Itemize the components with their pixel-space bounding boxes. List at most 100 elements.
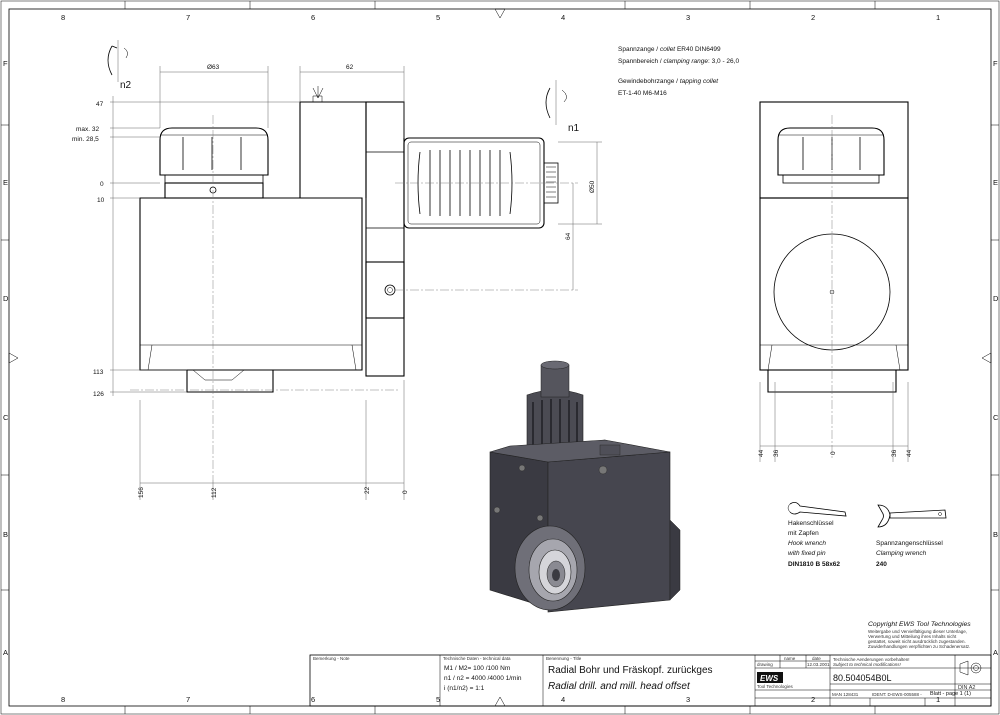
dim-side-44-left: 44	[758, 449, 765, 457]
col-label-3-bottom: 3	[686, 695, 690, 704]
hook-wrench-drawing	[787, 502, 847, 517]
front-view	[130, 86, 578, 480]
tb-title-de: Radial Bohr und Fräskopf. zurückges	[548, 665, 713, 676]
clamping-wrench-en: Clamping wrench	[876, 550, 927, 557]
dim-112: 112	[211, 487, 218, 498]
note-collet: Spannzange / collet ER40 DIN6499	[618, 46, 721, 53]
tb-date-label: date	[812, 656, 821, 661]
rotation-symbol-n1	[545, 80, 567, 125]
col-label-7-bottom: 7	[186, 695, 190, 704]
dim-max-32: max. 32	[76, 126, 100, 133]
row-label-d-right: D	[993, 294, 999, 303]
dim-10: 10	[97, 197, 105, 204]
note-tapping-spec: ET-1-40 M6-M16	[618, 90, 667, 97]
copyright-line-2: Verwertung und Mitteilung ihres Inhalts …	[868, 634, 957, 639]
side-view	[759, 101, 909, 462]
tb-remark-label: Bemerkung - Note	[313, 656, 350, 661]
copyright-line-1: Weitergabe und Vervielfältigung dieser U…	[868, 629, 967, 634]
copyright-title: Copyright EWS Tool Technologies	[868, 621, 971, 628]
dim-side-0: 0	[830, 451, 837, 455]
col-label-1-bottom: 1	[936, 695, 940, 704]
col-label-7-top: 7	[186, 13, 190, 22]
tb-desc-label: Benennung - Title	[546, 656, 582, 661]
hook-wrench-en-1: Hook wrench	[788, 540, 826, 547]
row-label-c-right: C	[993, 413, 999, 422]
tb-name-label: name	[784, 656, 796, 661]
row-label-f-left: F	[3, 59, 8, 68]
row-label-a-left: A	[3, 648, 8, 657]
tb-ident: IDENT: D-EWS-005588 -	[872, 692, 922, 697]
row-label-b-left: B	[3, 530, 8, 539]
col-label-6-top: 6	[311, 13, 315, 22]
title-block-frame	[309, 654, 992, 707]
dim-113: 113	[93, 369, 104, 376]
note-tapping-collet: Gewindebohrzange / tapping collet	[618, 78, 719, 85]
clamping-wrench-spec: 240	[876, 561, 887, 568]
dim-h0: 0	[402, 490, 409, 494]
clamping-wrench-drawing	[877, 504, 947, 528]
hook-wrench-title-1: Hakenschlüssel	[788, 520, 834, 527]
rotation-label-n2: n2	[120, 80, 132, 91]
row-label-a-right: A	[993, 648, 998, 657]
col-label-1-top: 1	[936, 13, 940, 22]
col-label-8-bottom: 8	[61, 695, 65, 704]
dim-156: 156	[138, 487, 145, 498]
row-label-e-right: E	[993, 178, 998, 187]
tb-logo: EWS	[760, 674, 779, 683]
tb-change-de: Technische Aenderungen vorbehalten!	[833, 657, 910, 662]
row-label-c-left: C	[3, 413, 9, 422]
dim-0: 0	[100, 181, 104, 188]
rotation-label-n1: n1	[568, 123, 580, 134]
dim-126: 126	[93, 391, 104, 398]
tb-sheet: Blatt - page 1 (1)	[930, 691, 971, 697]
inner-frame	[8, 8, 992, 707]
dim-side-36-left: 36	[773, 449, 780, 457]
row-label-e-left: E	[3, 178, 8, 187]
tb-speed: n1 / n2 = 4000 /4000 1/min	[444, 675, 522, 682]
tb-material-number: MAN 128431	[832, 692, 859, 697]
tb-change-en: Subject to technical modifications!	[833, 662, 902, 667]
tb-drawing-label: drawing	[757, 662, 773, 667]
dim-diameter-63: Ø63	[207, 64, 220, 71]
tb-company: Tool Technologies	[757, 684, 793, 689]
col-label-5-top: 5	[436, 13, 440, 22]
row-label-b-right: B	[993, 530, 998, 539]
col-label-6-bottom: 6	[311, 695, 315, 704]
isometric-view	[489, 360, 681, 613]
dim-side-36-right: 36	[891, 449, 898, 457]
copyright-line-4: Zuwiderhandlungen verpflichten zu Schade…	[868, 644, 970, 649]
hook-wrench-spec: DIN1810 B 58x62	[788, 561, 840, 568]
col-label-4-top: 4	[561, 13, 565, 22]
col-label-2-top: 2	[811, 13, 815, 22]
tb-title-en: Radial drill. and mill. head offset	[548, 681, 691, 692]
projection-symbol-icon	[959, 660, 982, 676]
col-label-8-top: 8	[61, 13, 65, 22]
col-label-5-bottom: 5	[436, 695, 440, 704]
col-label-4-bottom: 4	[561, 695, 565, 704]
hook-wrench-title-2: mit Zapfen	[788, 530, 819, 537]
tb-torque: M1 / M2= 100 /100 Nm	[444, 665, 510, 672]
tb-techdata-label: Technische Daten - technical data	[443, 656, 511, 661]
clamping-wrench-title: Spannzangenschlüssel	[876, 540, 943, 547]
rotation-symbol-n2	[107, 40, 128, 82]
row-label-f-right: F	[993, 59, 998, 68]
col-label-3-top: 3	[686, 13, 690, 22]
dim-diameter-50: Ø50	[589, 180, 596, 193]
dim-22: 22	[364, 486, 371, 494]
tb-date-value: 12.03.2001	[807, 662, 830, 667]
front-view-dimension-lines	[110, 66, 602, 500]
tb-format: DIN A2	[958, 685, 975, 691]
ews-logo	[757, 672, 783, 683]
dim-side-44-right: 44	[906, 449, 913, 457]
hook-wrench-en-2: with fixed pin	[788, 550, 826, 557]
tb-ratio: i (n1/n2) = 1:1	[444, 685, 485, 692]
dim-64: 64	[565, 232, 572, 240]
dim-62: 62	[346, 64, 354, 71]
dim-47: 47	[96, 101, 104, 108]
tb-part-number: 80.504054B0L	[833, 673, 892, 683]
copyright-line-3: gestattet, soweit nicht ausdrücklich zug…	[868, 639, 966, 644]
col-label-2-bottom: 2	[811, 695, 815, 704]
